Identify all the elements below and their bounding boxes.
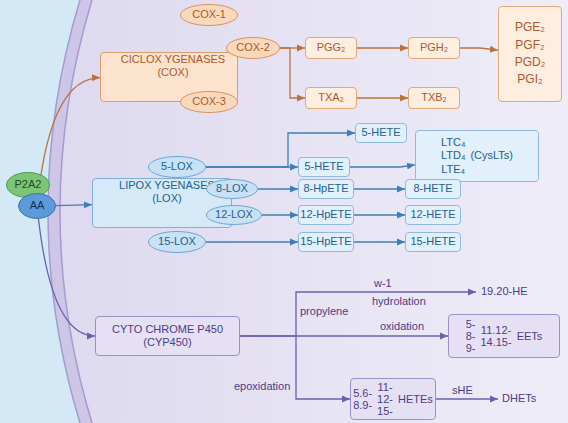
product-box: LTC₄ LTD₄ LTE₄ (CysLTs) <box>415 130 539 182</box>
pathway-label: hydrolation <box>372 295 426 308</box>
node-text: 12-HETE <box>410 208 455 221</box>
node-text: LTC₄ LTD₄ LTE₄ <box>441 136 465 176</box>
isoform-ellipse: 15-LOX <box>148 231 206 253</box>
product-box: 12-HpETE <box>298 205 354 225</box>
connector-arrow <box>357 97 408 98</box>
pathway-label: 19.20-HE <box>481 285 527 298</box>
node-text: 8-HETE <box>413 182 452 195</box>
product-box: TXB₂ <box>408 87 460 109</box>
pathway-label: propylene <box>300 305 348 318</box>
connector-arrow <box>357 47 408 48</box>
node-text: 8-LOX <box>216 182 248 195</box>
ellipse-fill <box>149 157 206 178</box>
product-box: 8-HpETE <box>298 179 354 199</box>
node-text: 11- 12- 15- <box>377 381 393 417</box>
isoform-ellipse: 8-LOX <box>206 179 258 199</box>
ellipse-fill <box>181 5 238 26</box>
node-text: CICLOX YGENASES (COX) <box>118 53 228 79</box>
connector-arrow <box>354 214 405 215</box>
connector-arrow <box>56 204 92 206</box>
node-text: 15-HpETE <box>300 235 351 248</box>
product-box: PGH₂ <box>408 37 460 59</box>
connector-arrow <box>460 48 498 50</box>
ellipse-fill <box>181 92 238 113</box>
isoform-ellipse: COX-1 <box>180 4 238 26</box>
edge-label: epoxidation <box>234 380 290 393</box>
node-text: 5.6- 8.9- <box>353 387 372 411</box>
connector-arrow <box>280 48 305 98</box>
node-text: 15-LOX <box>158 235 196 248</box>
connector-arrow <box>354 241 405 242</box>
product-box: PGE₂ PGF₂ PGD₂ PGI₂ <box>498 6 562 102</box>
node-text: 5-HETE <box>304 160 343 173</box>
node-text: 15-HETE <box>410 235 455 248</box>
membrane-line <box>60 0 92 423</box>
pathway-label: DHETs <box>502 392 536 405</box>
product-box: 5-HETE <box>298 157 350 177</box>
edge-label: oxidation <box>380 320 424 333</box>
connector-arrow <box>258 188 298 189</box>
connector-arrow <box>350 165 415 167</box>
node-text: PGE₂ PGF₂ PGD₂ PGI₂ <box>515 19 546 89</box>
product-box: 5-HETE <box>355 123 407 143</box>
pathway-label: w-1 <box>374 277 392 290</box>
node-text: CYTO CHROME P450 (CYP450) <box>109 323 227 349</box>
membrane-band <box>48 0 92 423</box>
node-text: COX-2 <box>236 41 270 54</box>
connector-arrow <box>354 188 405 189</box>
isoform-ellipse: COX-2 <box>226 37 280 59</box>
node-text: COX-3 <box>192 95 226 108</box>
node-text: PGH₂ <box>420 41 448 54</box>
node-text: 11.12- 14.15- <box>480 324 511 348</box>
node-text: 5-LOX <box>161 160 193 173</box>
node-text: 5-HETE <box>361 126 400 139</box>
node-text: LIPOX YGENASES (LOX) <box>114 179 220 205</box>
isoform-ellipse: 5-LOX <box>148 156 206 178</box>
node-text: TXB₂ <box>421 91 447 104</box>
connector-arrow <box>38 219 95 336</box>
node-text: 5- 8- 9- <box>466 318 476 354</box>
product-box: PGG₂ <box>305 37 357 59</box>
ellipse-fill <box>149 232 206 253</box>
node-text: 12-HpETE <box>300 208 351 221</box>
node-text: P2A2 <box>15 178 42 191</box>
product-box: 15-HpETE <box>298 232 354 252</box>
pathway-label: sHE <box>452 384 473 397</box>
substrate-blob: AA <box>18 193 56 219</box>
node-text: EETs <box>517 330 543 342</box>
ellipse-fill <box>227 38 280 59</box>
connector-arrow <box>206 241 298 242</box>
node-text: COX-1 <box>192 8 226 21</box>
product-box: TXA₂ <box>305 87 357 109</box>
ellipse-fill <box>207 206 262 225</box>
arrow-line <box>436 398 498 399</box>
product-box: 5.6- 8.9- 11- 12- 15- HETEs <box>350 378 436 420</box>
product-box: 8-HETE <box>405 179 461 199</box>
node-text: HETEs <box>398 393 433 405</box>
ellipse-fill <box>19 194 56 219</box>
product-box: 12-HETE <box>405 205 461 225</box>
node-text: PGG₂ <box>317 41 346 54</box>
ellipse-fill <box>207 180 258 199</box>
isoform-ellipse: 12-LOX <box>206 205 262 225</box>
enzyme-family-box: CYTO CHROME P450 (CYP450) <box>95 316 240 356</box>
node-text: (CysLTs) <box>470 149 513 162</box>
product-box: 5- 8- 9- 11.12- 14.15- EETs <box>448 314 560 358</box>
connector-arrow <box>39 78 100 193</box>
node-text: TXA₂ <box>318 91 344 104</box>
connector-arrow <box>262 214 298 215</box>
isoform-ellipse: COX-3 <box>180 91 238 113</box>
product-box: 15-HETE <box>405 232 461 252</box>
node-text: AA <box>30 199 45 212</box>
node-text: 8-HpETE <box>303 182 348 195</box>
node-text: 12-LOX <box>215 208 253 221</box>
